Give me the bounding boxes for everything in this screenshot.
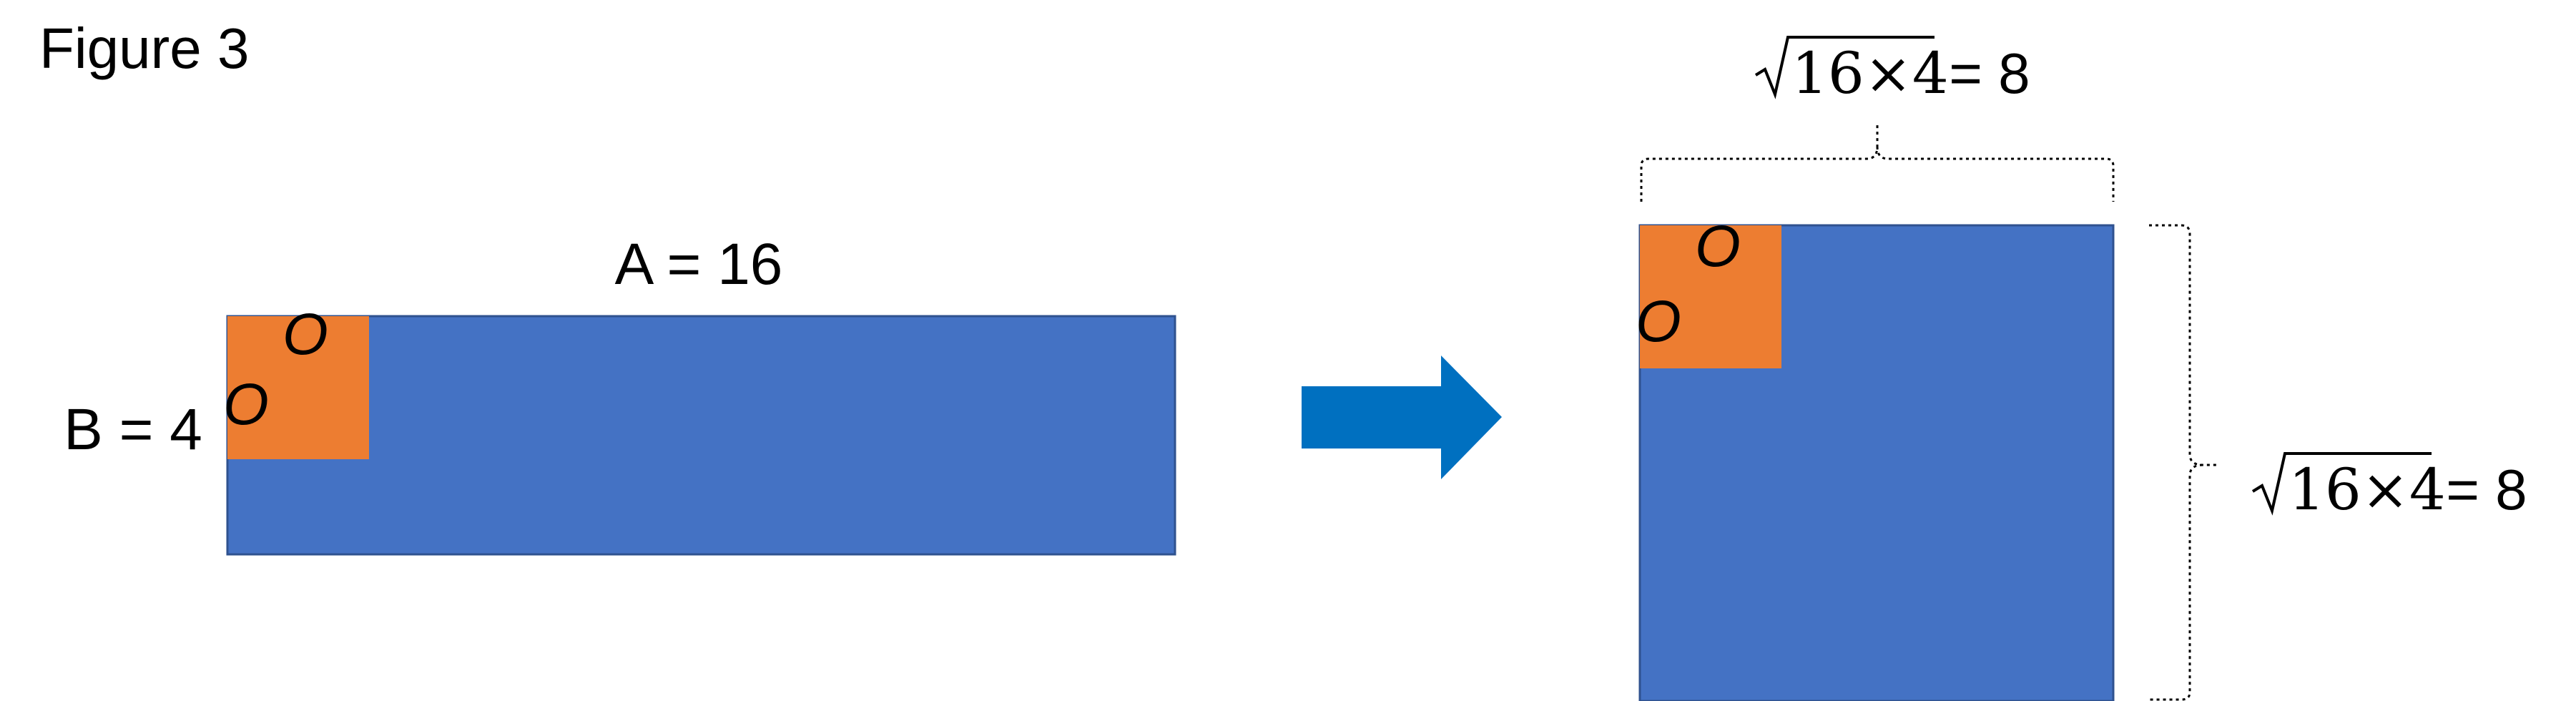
radicand: 16×4 — [1791, 40, 1949, 107]
side-formula: 16×4 = 8 — [2251, 452, 2527, 523]
side-brace — [2149, 224, 2217, 701]
top-formula: 16×4 = 8 — [1754, 36, 2030, 107]
right-arrow-icon — [1302, 356, 1502, 479]
top-brace — [1640, 125, 2115, 202]
marker-o: O — [1695, 214, 1741, 279]
orange-block — [227, 316, 369, 459]
figure-title: Figure 3 — [39, 16, 249, 80]
result: = 8 — [1933, 41, 2030, 105]
marker-o: O — [282, 302, 328, 367]
right-diagram: O O 16×4 = 8 16×4 = 8 — [1636, 36, 2527, 701]
transform-arrow — [1302, 356, 1502, 479]
result: = 8 — [2430, 458, 2527, 521]
wide-rectangle — [226, 315, 1176, 556]
radicand: 16×4 — [2289, 456, 2446, 523]
left-diagram: O O A = 16 B = 4 — [64, 232, 1176, 556]
marker-o: O — [223, 372, 269, 437]
width-label: A = 16 — [615, 232, 783, 297]
marker-o: O — [1636, 289, 1681, 354]
height-label: B = 4 — [64, 397, 202, 462]
sqrt-icon — [2251, 452, 2432, 516]
sqrt-icon — [1754, 36, 1935, 99]
orange-block — [1640, 225, 1781, 368]
